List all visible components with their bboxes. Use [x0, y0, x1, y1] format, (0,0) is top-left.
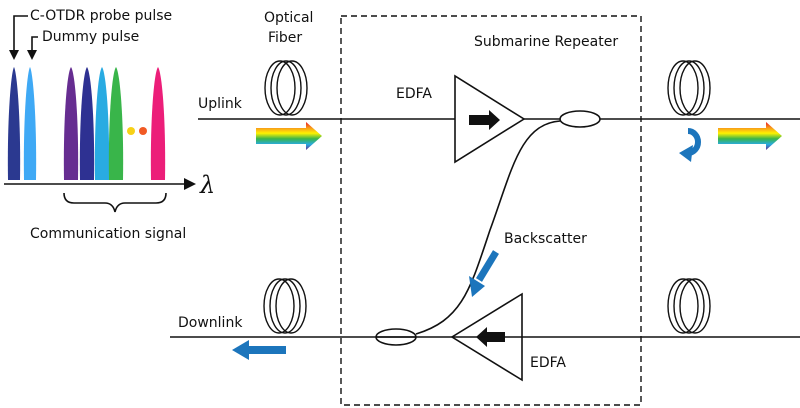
optical-fiber-spool-downlink-right [667, 278, 711, 334]
optical-fiber-spool-downlink-left [263, 278, 307, 334]
signal-pulse-green [108, 67, 124, 180]
spectrum-panel: C-OTDR probe pulse Dummy pulse λ Communi… [4, 8, 215, 242]
ellipsis-dot-orange [139, 127, 147, 135]
uplink-rainbow-arrow-out [718, 122, 782, 150]
edfa-top-label: EDFA [396, 86, 432, 102]
communication-signal-label: Communication signal [30, 226, 186, 242]
reflection-return-arrow [679, 128, 701, 162]
signal-pulse-navy [79, 67, 95, 180]
signal-pulse-cyan [94, 67, 110, 180]
dummy-pulse [23, 67, 37, 180]
submarine-repeater-label: Submarine Repeater [474, 34, 618, 50]
downlink-direction-arrow [232, 340, 286, 360]
dummy-pulse-pointer [27, 36, 38, 60]
optical-fiber-spool-uplink [264, 60, 308, 116]
uplink-coupler [559, 110, 601, 128]
optical-fiber-label-line1: Optical [264, 10, 313, 26]
ellipsis-dot-yellow [127, 127, 135, 135]
optical-fiber-spool-uplink-right [667, 60, 711, 116]
communication-brace [63, 192, 167, 213]
uplink-label: Uplink [198, 96, 243, 112]
submarine-repeater-box [340, 15, 642, 406]
edfa-top-direction-arrow [469, 110, 500, 130]
signal-pulse-purple [63, 67, 79, 180]
dummy-pulse-label: Dummy pulse [42, 29, 139, 45]
optical-fiber-label-line2: Fiber [268, 30, 302, 46]
wavelength-axis [4, 178, 196, 190]
edfa-bottom-label: EDFA [530, 355, 566, 371]
downlink-label: Downlink [178, 315, 243, 331]
lambda-label: λ [199, 171, 215, 199]
probe-pulse-label: C-OTDR probe pulse [30, 8, 172, 24]
backscatter-arrow [469, 250, 499, 297]
probe-pulse-pointer [9, 15, 28, 60]
backscatter-path [415, 120, 561, 335]
signal-pulse-magenta [150, 67, 166, 180]
uplink-rainbow-arrow-in [256, 122, 322, 150]
backscatter-label: Backscatter [504, 231, 587, 247]
probe-pulse [7, 67, 21, 180]
